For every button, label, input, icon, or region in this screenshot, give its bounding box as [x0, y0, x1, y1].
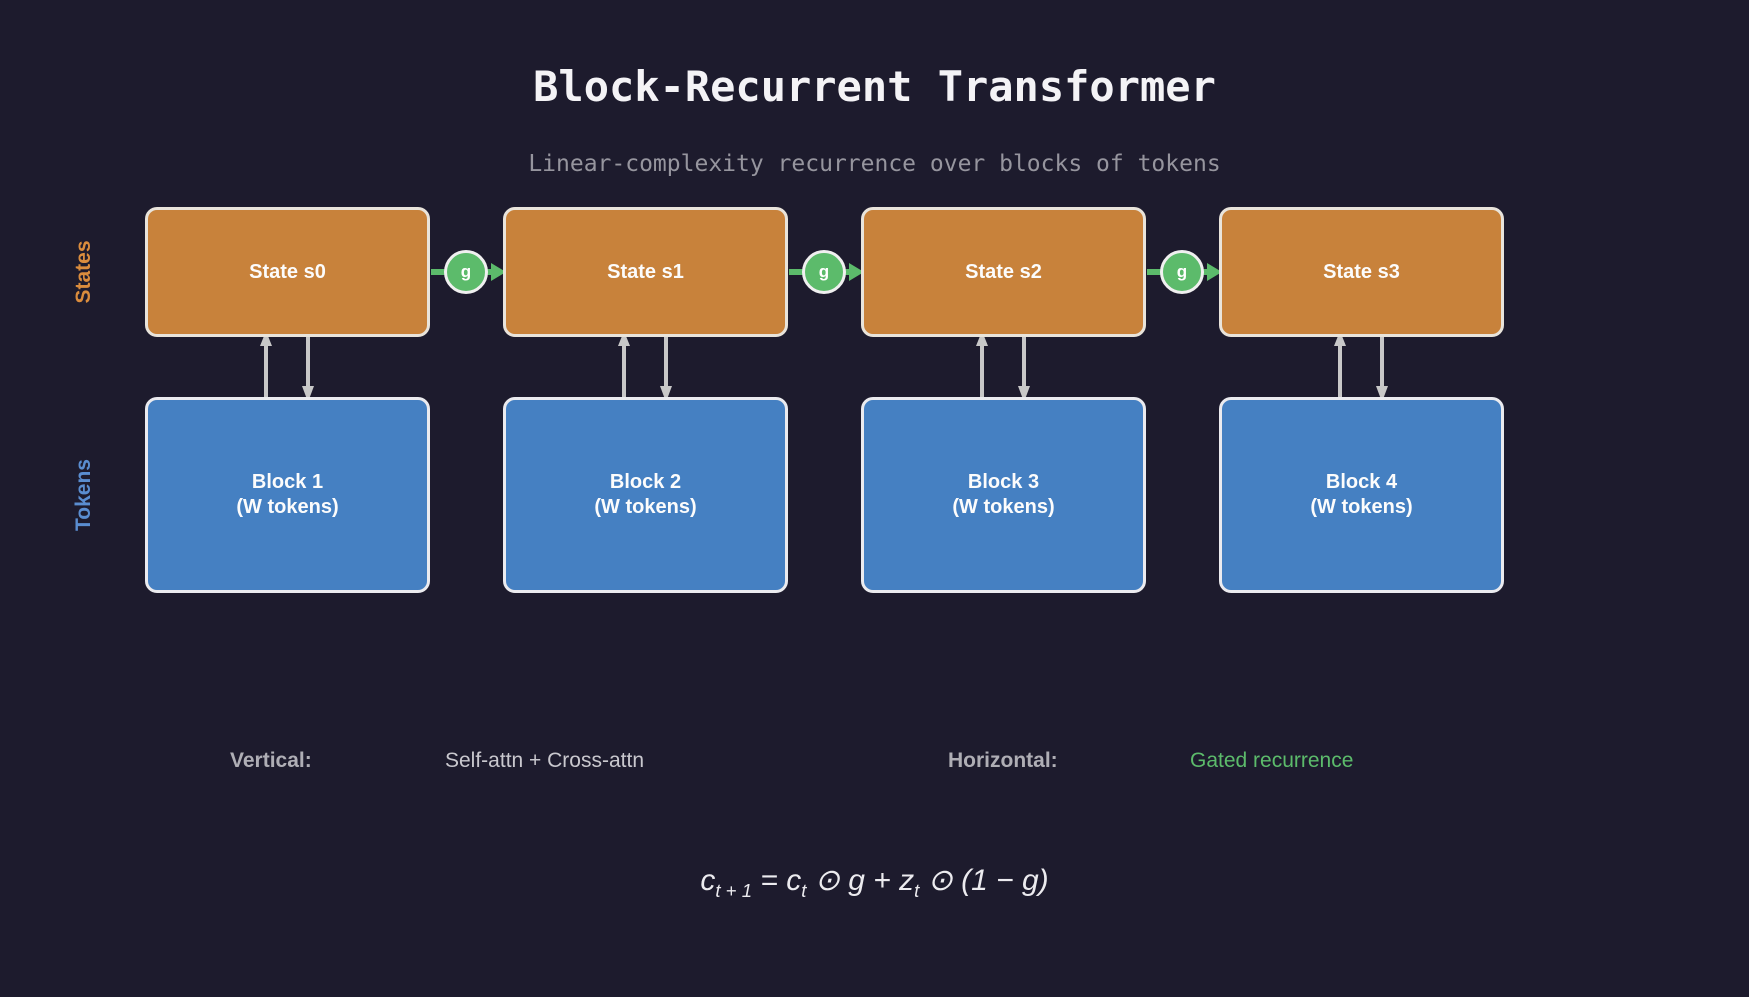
formula-subscript: t — [914, 880, 920, 901]
gate-label: g — [1176, 262, 1188, 281]
recurrence-formula: ct + 1 = ct ⊙ g + zt ⊙ (1 − g) — [0, 862, 1749, 910]
token-block-2: Block 2 (W tokens) — [503, 397, 788, 593]
block-sublabel: (W tokens) — [952, 496, 1055, 518]
block-sublabel: (W tokens) — [1310, 496, 1413, 518]
page-title: Block-Recurrent Transformer — [533, 62, 1216, 111]
formula-term: c — [700, 864, 716, 897]
block-sublabel: (W tokens) — [594, 496, 697, 518]
token-block-1: Block 1 (W tokens) — [145, 397, 430, 593]
formula-term: ⊙ g + z — [806, 864, 915, 897]
gate-label: g — [818, 262, 830, 281]
formula-term: = c — [752, 864, 802, 897]
token-block-3: Block 3 (W tokens) — [861, 397, 1146, 593]
legend-horizontal-label: Horizontal: — [948, 749, 1058, 772]
state-box-s0: State s0 — [145, 207, 430, 337]
state-label: State s0 — [249, 260, 326, 283]
block-sublabel: (W tokens) — [236, 496, 339, 518]
block-label: Block 4 — [1325, 471, 1398, 493]
formula-term: ⊙ (1 − g) — [919, 864, 1049, 897]
block-label: Block 3 — [967, 471, 1040, 493]
state-box-s1: State s1 — [503, 207, 788, 337]
legend-horizontal-value: Gated recurrence — [1190, 749, 1354, 772]
page-subtitle: Linear-complexity recurrence over blocks… — [528, 151, 1221, 177]
state-label: State s1 — [607, 260, 684, 283]
gate-label: g — [460, 262, 472, 281]
formula-subscript: t — [801, 880, 807, 901]
formula-subscript: t + 1 — [715, 880, 753, 901]
block-to-state-arrow — [260, 331, 1346, 404]
state-box-s3: State s3 — [1219, 207, 1504, 337]
state-to-block-arrow — [302, 326, 1388, 402]
gate-circle: g — [802, 250, 846, 294]
legend-vertical-value: Self-attn + Cross-attn — [445, 749, 644, 772]
gate-circle: g — [444, 250, 488, 294]
legend-vertical-label: Vertical: — [230, 749, 312, 772]
state-label: State s3 — [1323, 260, 1400, 283]
block-label: Block 2 — [609, 471, 682, 493]
state-label: State s2 — [965, 260, 1042, 283]
token-block-4: Block 4 (W tokens) — [1219, 397, 1504, 593]
state-box-s2: State s2 — [861, 207, 1146, 337]
gate-circle: g — [1160, 250, 1204, 294]
block-label: Block 1 — [251, 471, 324, 493]
